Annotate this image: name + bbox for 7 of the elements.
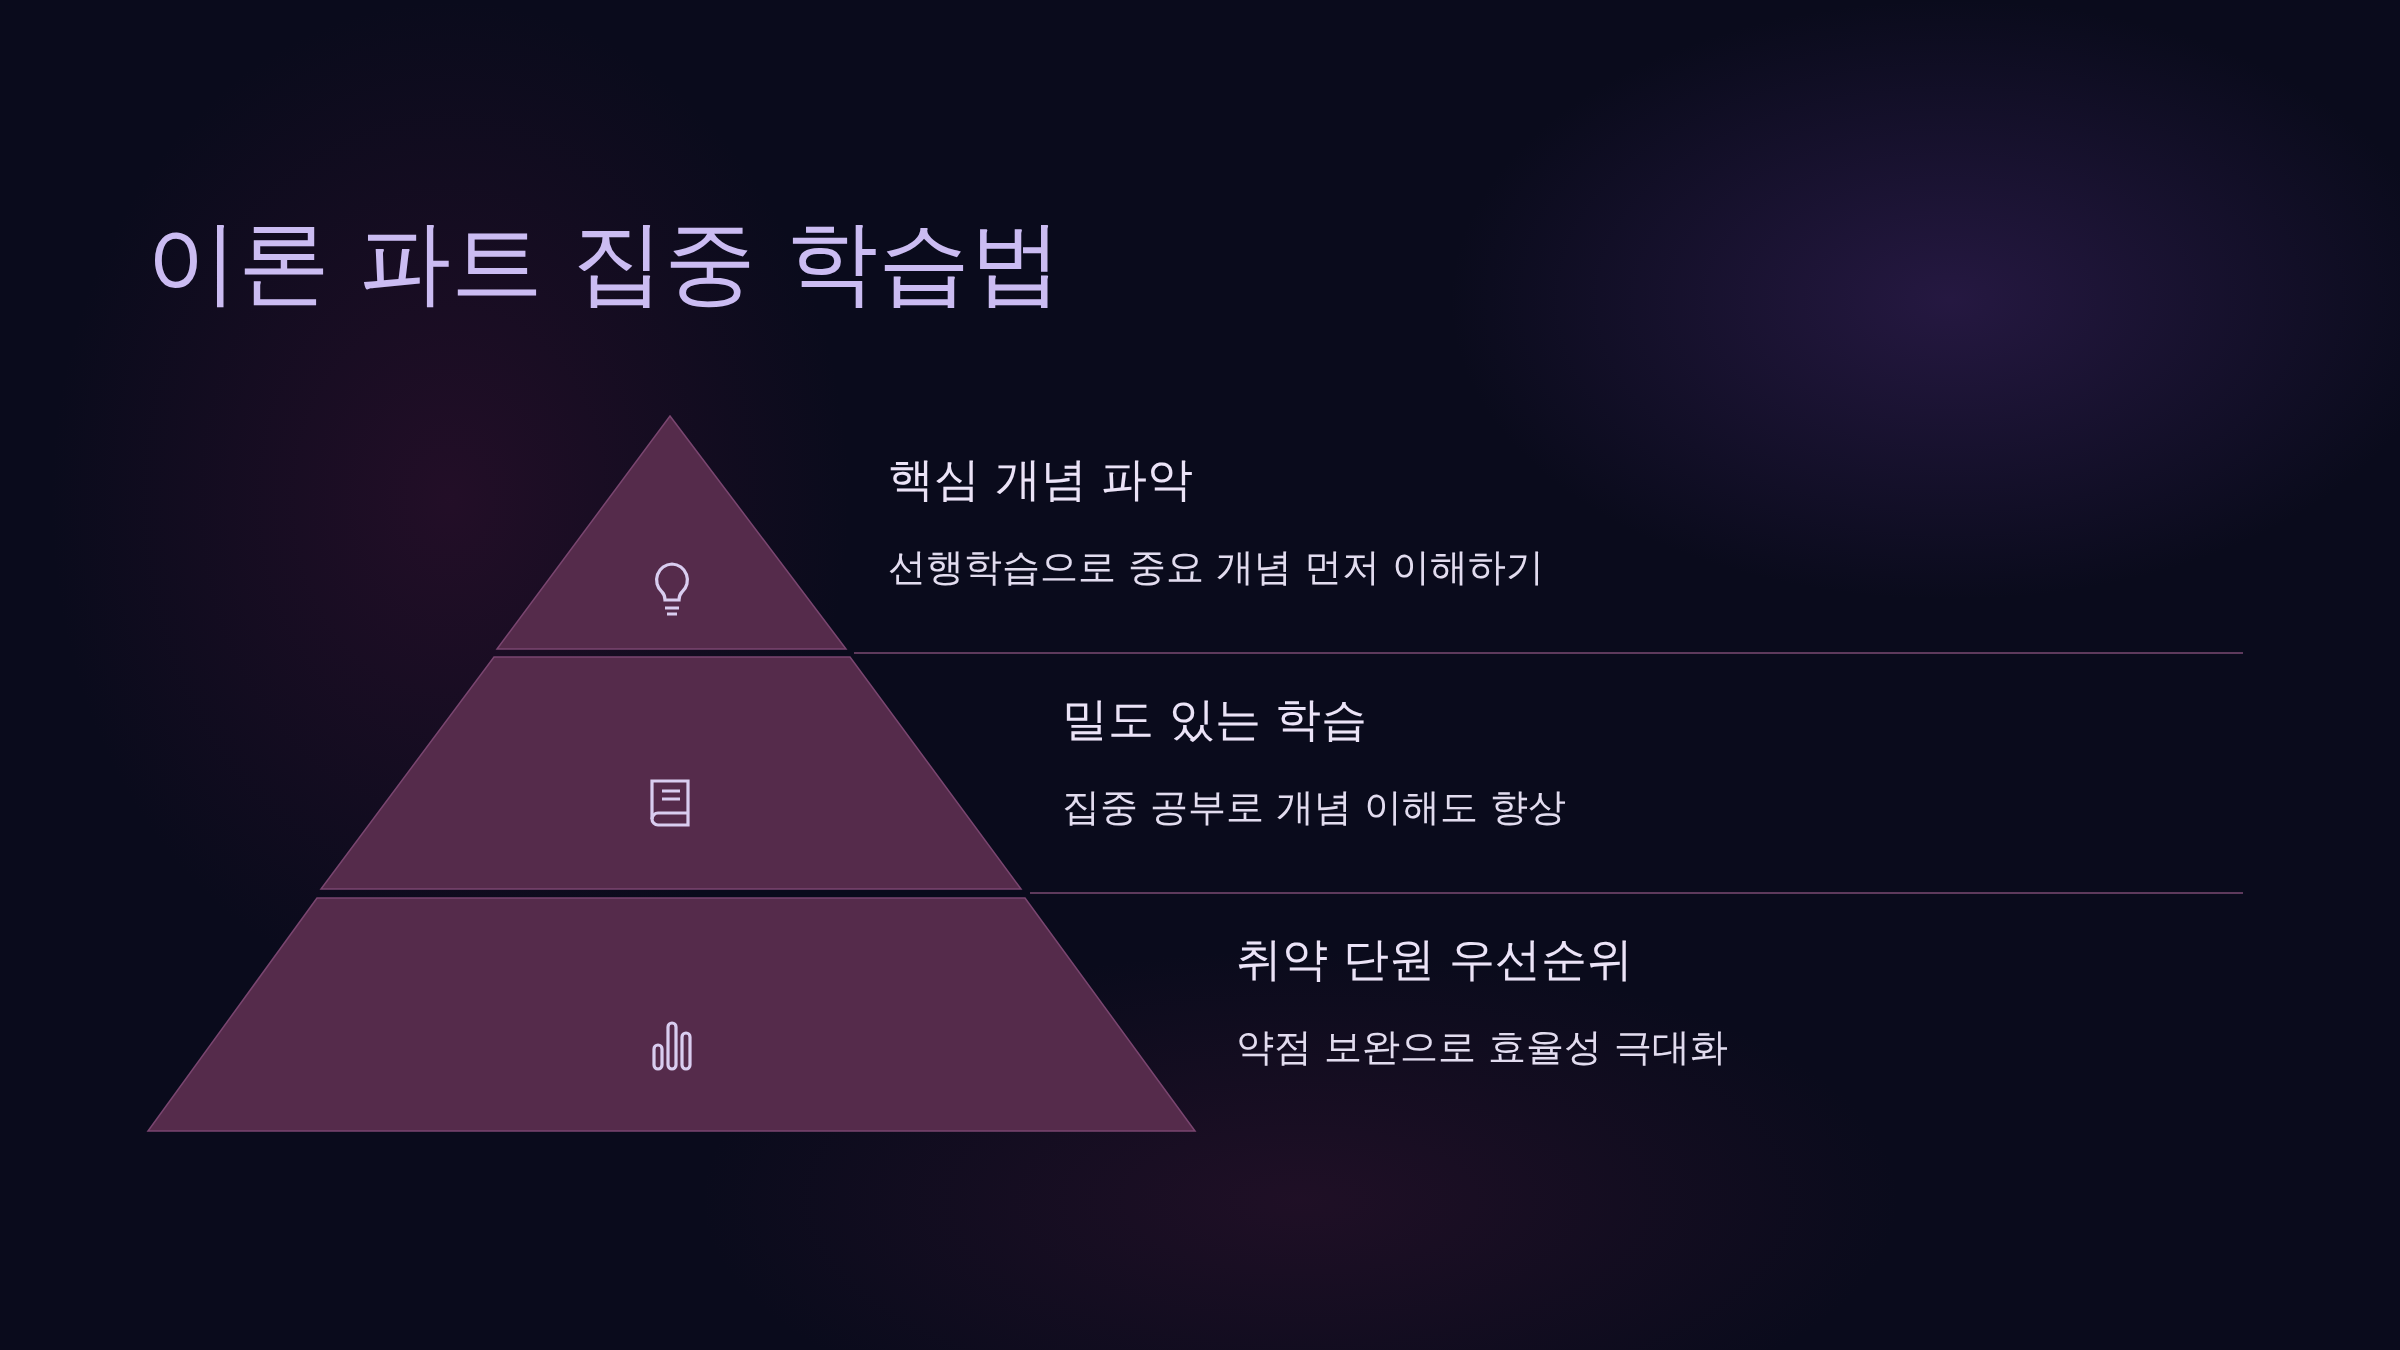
layer-description: 집중 공부로 개념 이해도 향상: [1062, 785, 1567, 831]
layer-heading: 취약 단원 우선순위: [1236, 932, 1634, 988]
layer-heading: 밀도 있는 학습: [1062, 692, 1368, 748]
slide-title: 이론 파트 집중 학습법: [146, 212, 1062, 314]
layer-heading: 핵심 개념 파악: [888, 452, 1194, 508]
layer-description: 선행학습으로 중요 개념 먼저 이해하기: [888, 545, 1545, 591]
layer-description: 약점 보완으로 효율성 극대화: [1236, 1025, 1729, 1071]
